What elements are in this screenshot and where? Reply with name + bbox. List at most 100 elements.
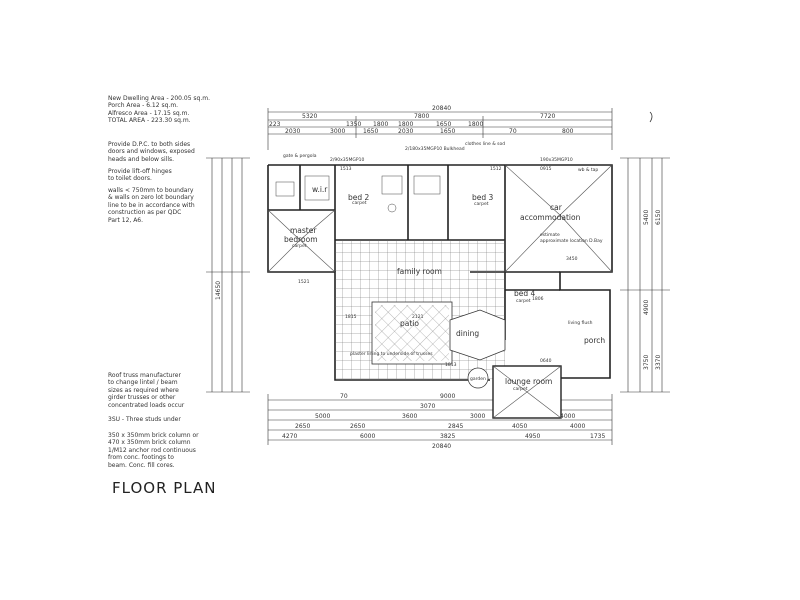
dim-text: 3750 [643,355,650,370]
dim-text: 1513 [340,166,352,172]
dim-text: 0915 [540,166,552,172]
dim-text: 70 [340,393,348,400]
annotation-carpet: carpet [352,200,367,206]
room-car: car [550,203,563,212]
overall-width-top: 20840 [432,105,451,112]
dim-text: 4000 [560,413,575,420]
area-note: TOTAL AREA - 223.30 sq.m. [108,117,191,125]
note-line: heads and below sills. [108,155,175,163]
dim-text: 2650 [295,423,310,430]
annotation-location: approximate location D.Bay [540,238,603,244]
dim-text: 2121 [412,314,424,320]
plan-title: FLOOR PLAN [112,479,217,497]
dim-text: 1512 [490,166,502,172]
note-line: concentrated loads occur [108,401,185,409]
note-line: girder trusses or other [108,394,176,402]
annotation-carpet: carpet [474,201,489,207]
dim-text: 1650 [440,128,455,135]
master-roof-lines [267,209,336,273]
room-bed-4: bed 4 [514,289,536,298]
room-accommodation: accommodation [520,213,581,222]
dim-text: 6000 [360,433,375,440]
annotation-carpet: carpet [513,386,528,392]
dim-text: 9000 [440,393,455,400]
dim-text: 4000 [570,423,585,430]
note-line: beam. Conc. fill cores. [108,461,175,469]
room-bedroom: bedroom [284,235,318,244]
annotation-estimate: estimate [540,232,560,238]
dim-text: 70 [509,128,517,135]
dim-text: 3600 [402,413,417,420]
dim-text: 2845 [448,423,463,430]
dim-text: 1350 [346,121,361,128]
note-line: Part 12, A6. [108,216,144,224]
dim-text: 4900 [643,300,650,315]
dim-text: 1800 [468,121,483,128]
top-dimensions: 20840 5320 7800 7720 223 1350 1800 1800 … [269,105,574,135]
annotation-lintel: 2/90x35MGP10 [330,157,364,163]
boundary-note: walls < 750mm to boundary & walls on zer… [108,187,240,224]
dim-text: 2030 [398,128,413,135]
patio-tile-floor [375,305,449,361]
room-patio: patio [400,319,419,328]
dim-text: 6150 [655,210,662,225]
area-note: Porch Area - 6.12 sq.m. [108,102,179,110]
dim-text: 5320 [302,113,317,120]
note-line: Roof truss manufacturer [108,372,181,379]
area-note: Alfresco Area - 17.15 sq.m. [108,109,190,117]
room-bed-3: bed 3 [472,193,494,202]
area-note: New Dwelling Area - 200.05 sq.m. [108,95,211,102]
room-labels: bed 2 bed 3 bed 4 car accommodation mast… [284,185,605,386]
annotation-carpet: carpet [516,298,531,304]
hinge-note: Provide lift-off hinges to toilet doors. [108,168,240,183]
note-line: 3SU - Three studs under [108,416,181,423]
dim-text: 3450 [566,256,578,262]
annotation-clothes: clothes line & sod [465,141,505,147]
room-dining: dining [456,329,479,338]
dim-text: 4050 [512,423,527,430]
room-porch: porch [584,336,605,345]
overall-width-bottom: 20840 [432,443,451,450]
room-bed-2: bed 2 [348,193,370,202]
dim-text: 1800 [398,121,413,128]
annotation-plaster: plaster lining to underside of trusses [350,351,433,357]
dining-bay [449,309,506,361]
room-family: family room [397,267,442,276]
annotation-living: living flush [568,320,593,326]
annotation-garden: garden [470,376,486,382]
dim-text: 1800 [373,121,388,128]
note-line: Provide D.P.C. to both sides [108,141,191,148]
dim-text: 7720 [540,113,555,120]
note-line: & walls on zero lot boundary [108,194,194,202]
dim-text: 1815 [345,314,357,320]
area-notes: New Dwelling Area - 200.05 sq.m. Porch A… [108,95,240,125]
dim-text: 2030 [285,128,300,135]
note-line: 1/M12 anchor rod continuous [108,446,196,454]
dim-text: 3370 [655,355,662,370]
dim-text: 4270 [282,433,297,440]
dim-text: 223 [269,121,281,128]
room-lounge: lounge room [505,377,552,386]
truss-note: Roof truss manufacturer to change lintel… [108,372,240,409]
dim-text: 1813 [445,362,457,368]
plan-annotations: 2/180x35MGP10 Bulkhead clothes line & so… [283,141,603,392]
side-dimensions: 14650 5400 6150 4900 3750 3370 [215,210,662,370]
note-line: 350 x 350mm brick column or [108,432,199,439]
dim-text: 3825 [440,433,455,440]
room-wir: w.i.r [312,185,328,194]
room-master: master [290,226,317,235]
dim-text: 3000 [470,413,485,420]
note-line: Provide lift-off hinges [108,168,172,175]
annotation-bulkhead: 2/180x35MGP10 Bulkhead [405,146,465,152]
dimension-lines [206,108,670,445]
annotation-wb: wb & tap [578,167,598,173]
note-line: sizes as required where [108,386,179,394]
garage-roof-lines [504,164,613,273]
garden-bay [467,367,489,389]
annotation-gate: gate & pergola [283,153,317,159]
dim-text: 5400 [643,210,650,225]
annotation-lintel-right: 190x35MGP10 [540,157,573,163]
annotation-carpet: carpet [292,243,307,249]
